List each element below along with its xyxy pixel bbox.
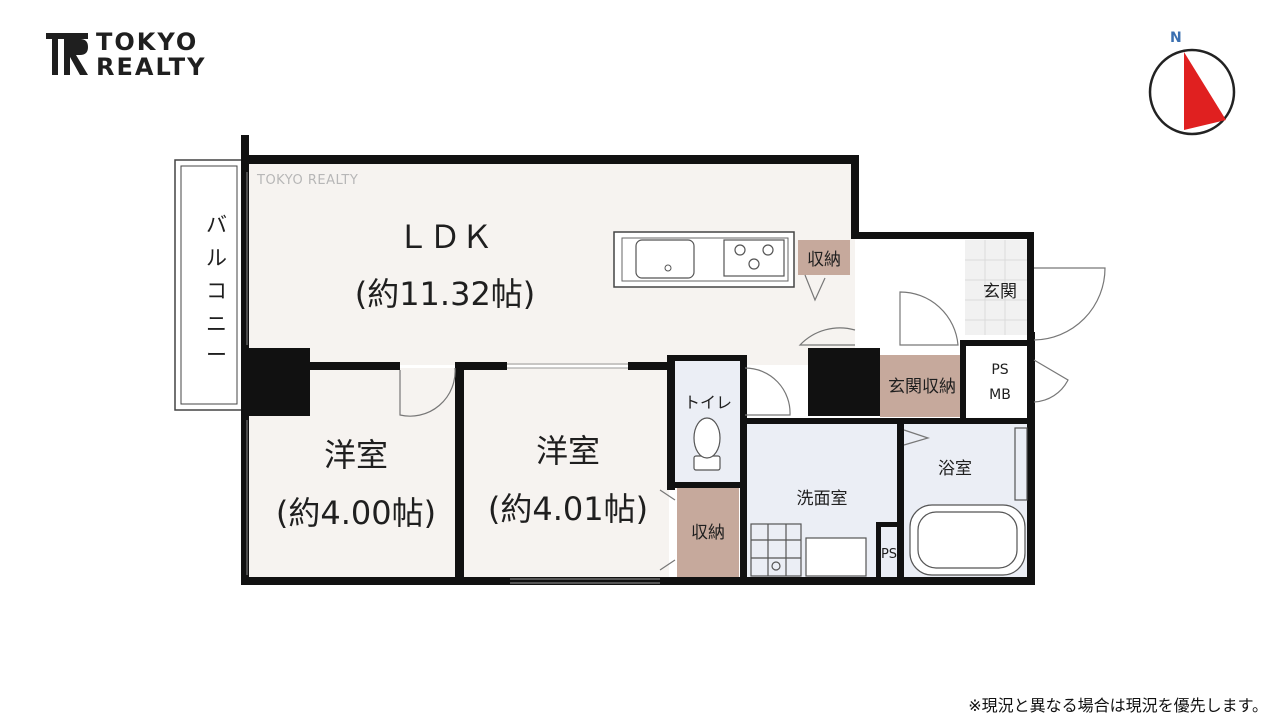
footer-disclaimer: ※現況と異なる場合は現況を優先します。 xyxy=(968,696,1268,715)
ps-label: PS xyxy=(881,547,897,562)
bedroom1-name: 洋室 xyxy=(324,436,388,474)
ldk-area: (約11.32帖) xyxy=(355,275,536,313)
tokyo-realty-logo-icon xyxy=(46,33,88,75)
brand-name-line2: REALTY xyxy=(96,53,207,81)
balcony-label-5: ー xyxy=(206,343,227,367)
balcony-outline xyxy=(174,159,244,411)
washroom-label: 洗面室 xyxy=(797,489,848,509)
genkan-storage-block xyxy=(880,355,964,417)
room-storage-block xyxy=(677,487,739,577)
kitchen-storage-label: 収納 xyxy=(807,250,841,270)
compass-north-label: N xyxy=(1170,30,1182,46)
genkan-label: 玄関 xyxy=(983,282,1017,302)
balcony-label-4: ニ xyxy=(206,312,227,336)
ldk-name: ＬＤＫ xyxy=(397,218,493,256)
bedroom2-area: (約4.01帖) xyxy=(488,490,648,528)
wash-basin-icon xyxy=(805,537,867,577)
toilet-fixture-icon xyxy=(693,417,721,471)
bedroom2-name: 洋室 xyxy=(536,432,600,470)
ps-mb-label-1: PS xyxy=(991,362,1008,378)
bathtub-icon xyxy=(909,427,1028,576)
kitchen-sink-icon xyxy=(635,239,695,279)
north-compass-icon: N xyxy=(1148,30,1236,136)
washing-machine-pan-icon xyxy=(750,523,802,577)
balcony-label-3: コ xyxy=(206,279,227,303)
bath-label: 浴室 xyxy=(938,459,972,479)
gas-stove-icon xyxy=(723,239,785,277)
genkan-storage-label: 玄関収納 xyxy=(888,377,956,397)
brand-name-line1: TOKYO xyxy=(96,28,199,56)
bedroom1-area: (約4.00帖) xyxy=(276,494,436,532)
bedroom2-floor xyxy=(464,368,669,583)
watermark: TOKYO REALTY xyxy=(256,173,358,188)
toilet-label: トイレ xyxy=(684,393,732,412)
balcony-label-1: バ xyxy=(206,213,227,237)
genkan-floor xyxy=(965,240,1027,335)
room-storage-label: 収納 xyxy=(691,523,725,543)
ps-mb-label-2: MB xyxy=(989,387,1011,403)
kitchen-storage-block xyxy=(798,240,850,275)
balcony-label-2: ル xyxy=(206,246,227,270)
